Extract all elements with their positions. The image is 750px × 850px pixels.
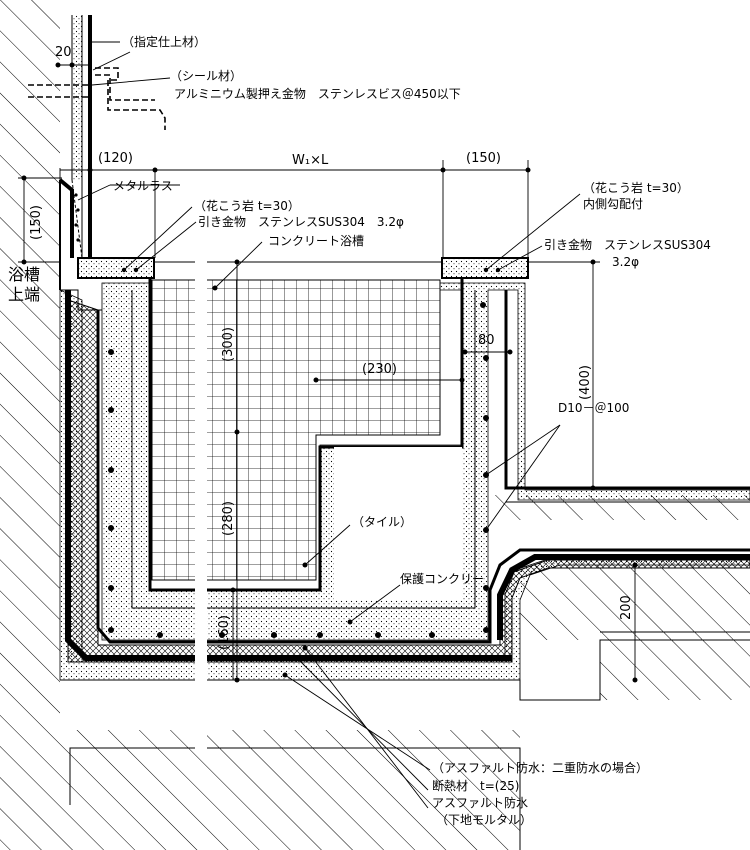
dim-80: 80 <box>478 333 495 348</box>
dim-230: (230) <box>362 362 397 377</box>
dim-280: (280) <box>221 501 236 536</box>
dim-200: 200 <box>619 595 634 620</box>
tile-grid <box>151 279 441 581</box>
dimension-lines <box>18 41 636 809</box>
label-mortar-base: （下地モルタル） <box>436 813 532 827</box>
granite-left <box>77 257 155 279</box>
label-insulation: 断熱材 t=(25) <box>432 778 519 793</box>
label-granite-left: （花こう岩 t=30） <box>194 198 300 213</box>
label-inner-slope: 内側勾配付 <box>583 197 643 211</box>
label-granite-right: （花こう岩 t=30） <box>583 180 689 195</box>
label-asphalt-double: （アスファルト防水：二重防水の場合） <box>432 760 648 775</box>
label-protect-concrete: 保護コンクリー <box>400 571 484 586</box>
label-tub-top-1: 浴槽 <box>8 265 40 284</box>
metal-lath <box>74 193 80 242</box>
label-metal-lath: メタルラス <box>113 179 173 193</box>
dim-150-right: (150) <box>466 151 501 166</box>
dim-wl: W₁×L <box>292 153 329 168</box>
annotations: （指定仕上材） （シール材） アルミニウム製押え金物 ステンレスビス＠450以下… <box>8 34 711 827</box>
dim-400: (400) <box>578 365 593 400</box>
label-tile: （タイル） <box>352 515 412 529</box>
label-pull-metal-right-dia: 3.2φ <box>612 255 639 269</box>
label-alum-press: アルミニウム製押え金物 ステンレスビス＠450以下 <box>174 86 461 101</box>
label-tub-top-2: 上端 <box>8 285 40 304</box>
label-asphalt: アスファルト防水 <box>432 795 528 810</box>
dim-300: (300) <box>221 327 236 362</box>
label-pull-metal-left: 引き金物 ステンレスSUS304 3.2φ <box>198 214 404 229</box>
label-concrete-tub: コンクリート浴槽 <box>268 234 364 248</box>
label-sealant: （シール材） <box>170 69 242 83</box>
dimension-dots <box>21 62 638 683</box>
alum-press <box>28 67 166 130</box>
insulation <box>67 299 750 663</box>
dim-160: (160) <box>217 615 232 650</box>
label-rebar: D10－＠100 <box>558 401 629 415</box>
dim-150-left: (150) <box>29 205 44 240</box>
granite-right <box>441 257 529 279</box>
label-finish-material: （指定仕上材） <box>122 34 206 49</box>
dim-20: 20 <box>55 45 72 60</box>
dim-120: (120) <box>98 151 133 166</box>
label-pull-metal-right: 引き金物 ステンレスSUS304 <box>544 237 711 252</box>
